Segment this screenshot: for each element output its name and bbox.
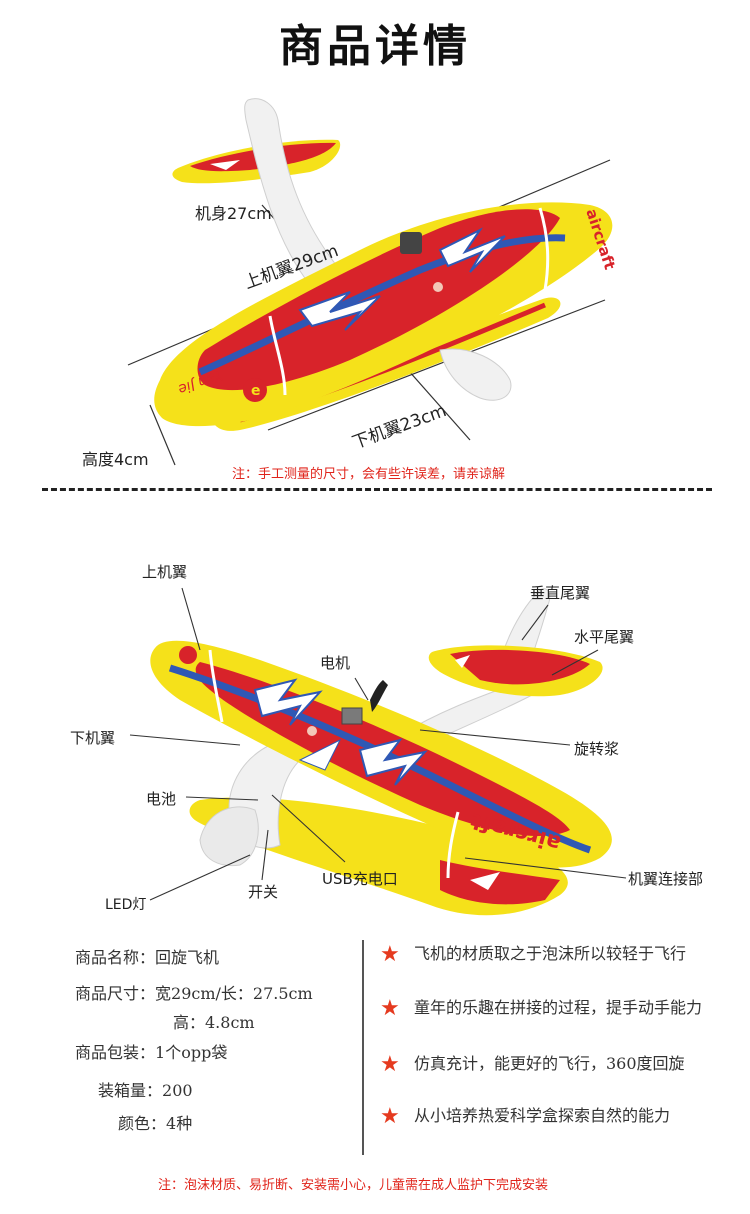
spec-label: 颜色： [118,1114,167,1133]
lower-wing-measure-line [267,299,606,431]
part-label-upper-wing: 上机翼 [142,563,188,581]
spec-row-size: 商品尺寸：宽29cm/长：27.5cm [75,980,313,1004]
label-height: 高度4cm [82,450,149,469]
part-label-motor: 电机 [320,654,351,672]
parts-propeller [370,680,388,712]
spec-feature-separator [362,940,364,1155]
top-measure-note: 注：手工测量的尺寸，会有些许误差，请亲谅解 [232,467,506,482]
spec-value: 回旋飞机 [155,948,220,967]
feature-item: 从小培养热爱科学盒探索自然的能力 [414,1106,671,1125]
bottom-safety-note: 注：泡沫材质、易折断、安装需小心，儿童需在成人监护下完成安装 [158,1178,549,1193]
spec-value: 高：4.8cm [173,1013,255,1032]
spec-label: 商品名称： [75,948,156,967]
spec-label: 商品尺寸： [75,984,156,1003]
section-divider [42,488,712,491]
star-icon: ★ [380,996,400,1021]
spec-row-box-qty: 装箱量：200 [98,1077,193,1101]
plane-dimension-illustration: e Yan Jie aircraft [127,98,619,466]
spec-row-name: 商品名称：回旋飞机 [75,944,219,968]
spec-label: 商品包装： [75,1043,156,1062]
parts-leader-lines [129,587,627,901]
parts-lower-wing [189,797,568,916]
part-label-horizontal-tail: 水平尾翼 [574,628,635,646]
page-title: 商品详情 [279,21,471,72]
star-icon: ★ [380,1052,400,1077]
top-upper-wing [154,202,613,427]
svg-text:e: e [251,383,261,399]
part-label-battery: 电池 [146,790,177,808]
label-fuselage-length: 机身27cm [195,204,272,223]
part-label-switch: 开关 [248,883,279,901]
part-label-usb-port: USB充电口 [322,870,398,888]
top-rear-stabilizer [439,348,512,401]
spec-label: 装箱量： [98,1081,163,1100]
top-decal-logo: e [243,378,267,402]
spec-value: 宽29cm/长：27.5cm [155,984,313,1003]
feature-item: 童年的乐趣在拼接的过程，提手动手能力 [414,998,703,1017]
part-label-wing-connector: 机翼连接部 [628,870,704,888]
plane-parts-illustration: aircraft [129,587,627,916]
height-measure-line [149,404,176,466]
star-icon: ★ [380,1104,400,1129]
star-icon: ★ [380,942,400,967]
parts-horizontal-tail [428,645,603,697]
spec-row-height: 高：4.8cm [173,1009,255,1033]
parts-led-housing [199,806,259,867]
parts-motor [341,707,363,725]
spec-row-colors: 颜色：4种 [118,1110,192,1134]
spec-row-packaging: 商品包装：1个opp袋 [75,1039,227,1063]
spec-value: 1个opp袋 [155,1043,228,1062]
feature-item: 仿真充计，能更好的飞行，360度回旋 [414,1054,685,1073]
part-label-vertical-tail: 垂直尾翼 [530,584,591,602]
part-label-lower-wing: 下机翼 [70,729,116,747]
spec-value: 200 [162,1081,193,1100]
spec-value: 4种 [166,1114,193,1133]
part-label-led: LED灯 [105,897,147,913]
feature-item: 飞机的材质取之于泡沫所以较轻于飞行 [414,944,687,963]
part-label-propeller: 旋转浆 [574,740,620,758]
parts-upper-wing [150,640,612,879]
